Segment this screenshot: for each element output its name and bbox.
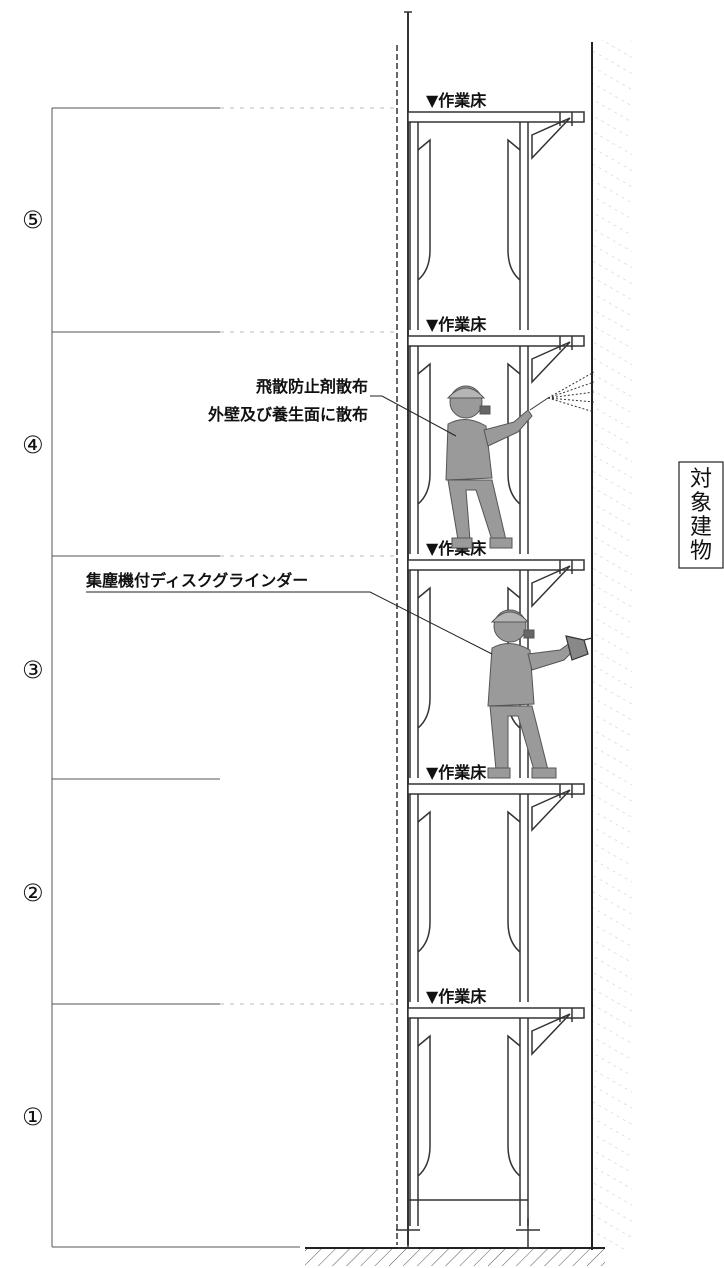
scaffold-level-2 [407, 783, 585, 1002]
platform-label-4: ▼作業床 [426, 315, 487, 334]
building-label-char-1: 対 [690, 467, 712, 492]
building-label-char-4: 物 [690, 539, 712, 564]
platform-label-1: ▼作業床 [426, 987, 487, 1006]
scaffold-level-5 [407, 111, 585, 330]
scaffold-base-jacks [396, 1199, 540, 1249]
building-label-char-2: 象 [690, 491, 712, 516]
platform-label-5: ▼作業床 [426, 91, 487, 110]
floor-label-2: ② [22, 879, 44, 907]
floor-label-1: ① [22, 1103, 44, 1131]
annotation-spray-line2: 外壁及び養生面に散布 [207, 405, 368, 424]
scaffold-level-4 [407, 335, 585, 554]
scaffold-level-1 [407, 1007, 585, 1226]
ground [305, 1247, 605, 1266]
spray-nozzle [529, 371, 595, 413]
floor-label-3: ③ [22, 656, 44, 684]
target-building-label: 対 象 建 物 [678, 461, 724, 569]
floor-label-5: ⑤ [22, 206, 44, 234]
annotation-spray-line1: 飛散防止剤散布 [255, 377, 368, 396]
building-label-char-3: 建 [690, 515, 712, 540]
worker-spraying [445, 385, 533, 549]
worker-grinding [487, 609, 579, 779]
scaffold-netting [396, 11, 412, 1245]
platform-label-2: ▼作業床 [426, 763, 487, 782]
disc-grinder-tool [565, 635, 593, 661]
building-wall [591, 40, 632, 1250]
dimension-lines [51, 107, 400, 1248]
annotation-grinder: 集塵機付ディスクグラインダー [85, 571, 308, 590]
leader-lines [86, 395, 493, 655]
floor-label-4: ④ [22, 431, 44, 459]
